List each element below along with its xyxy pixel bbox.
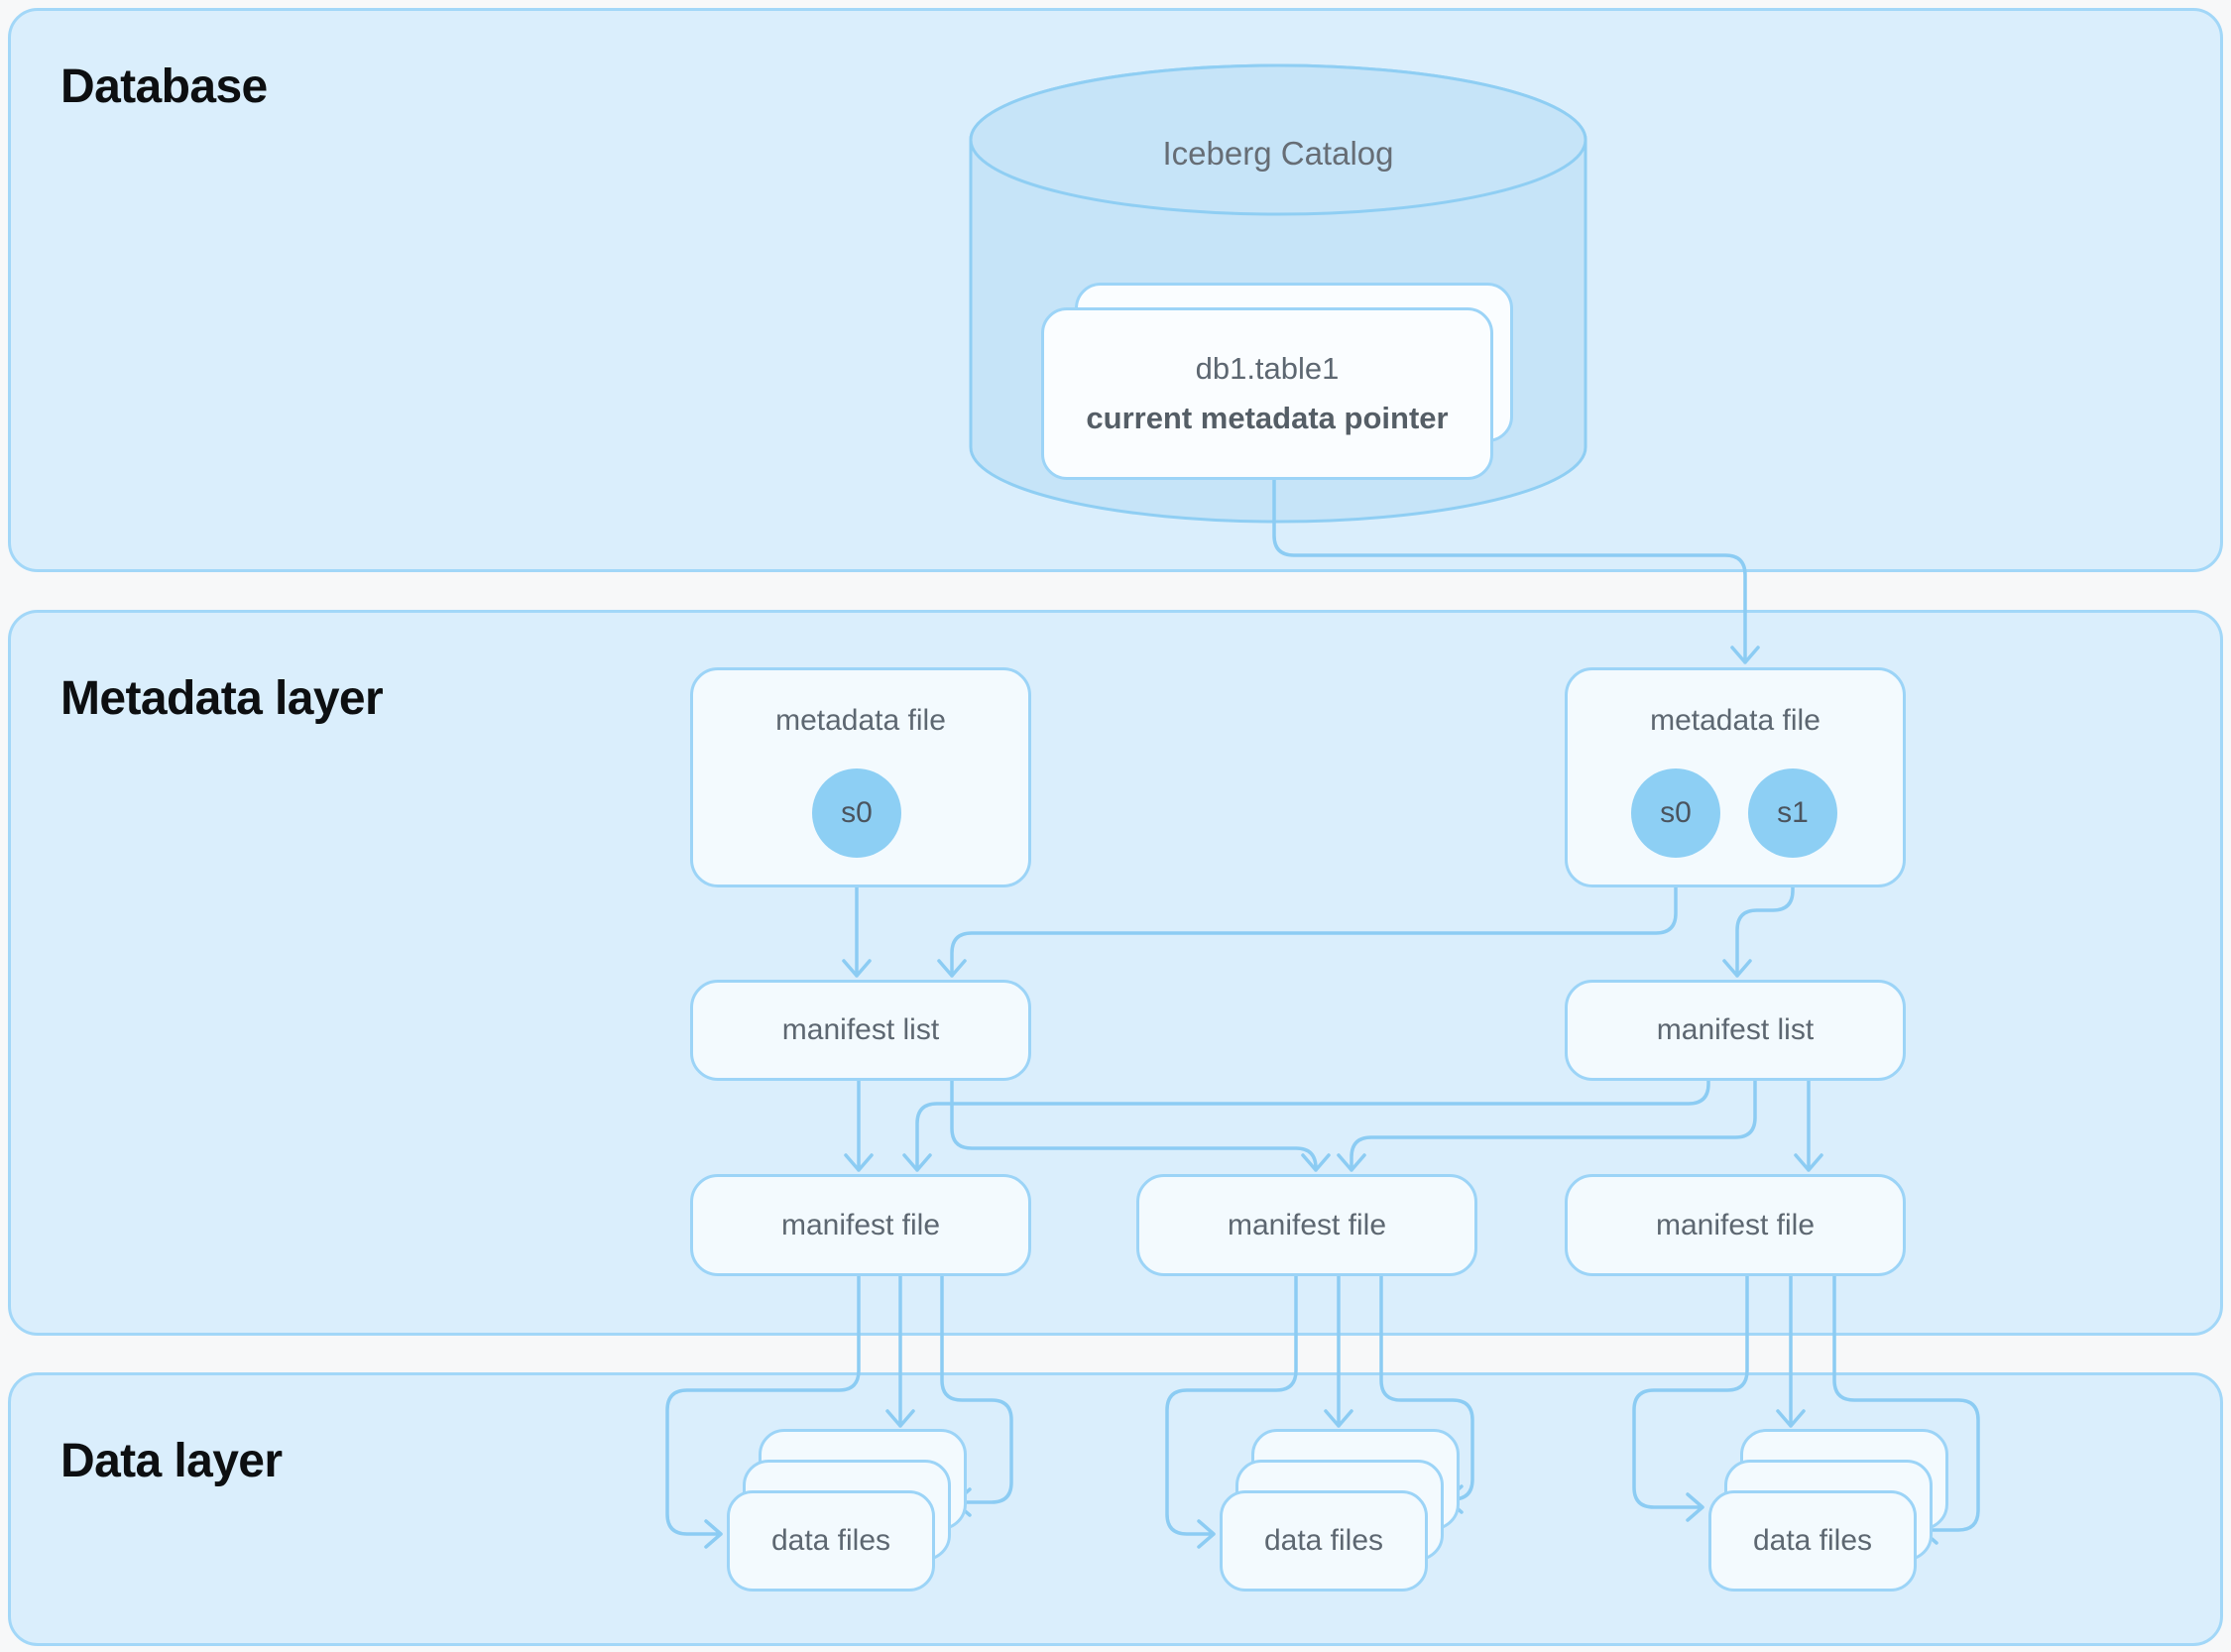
snapshot-s0-left: s0 [812,768,901,858]
edge-manifest-file-right-to-data-files-right-wrap-left [1632,1274,1749,1522]
edge-manifest-file-right-to-data-files-right-center [1776,1274,1806,1428]
data-files-right-label: data files [1752,1524,1873,1557]
catalog-table-card: db1.table1 current metadata pointer [1041,307,1493,480]
snapshot-s1-right: s1 [1748,768,1837,858]
data-files-right: data files [1708,1490,1917,1592]
manifest-file-middle: manifest file [1136,1174,1477,1276]
manifest-file-right: manifest file [1565,1174,1906,1276]
panel-title-database: Database [60,60,268,113]
panel-data-layer: Data layer [8,1372,2223,1646]
edge-s0-right-to-manifest-list-left [937,811,1678,978]
edge-manifest-file-middle-to-data-files-middle-wrap-left [1165,1274,1298,1549]
edge-manifest-file-left-to-data-files-left-center [885,1274,915,1428]
table-name: db1.table1 [1195,351,1340,386]
edge-manifest-list-left-to-manifest-file-left [844,1079,874,1172]
manifest-file-left: manifest file [690,1174,1031,1276]
panel-title-metadata-layer: Metadata layer [60,672,384,725]
metadata-file-right: metadata file [1565,667,1906,887]
edge-manifest-list-right-to-manifest-file-left [902,1079,1710,1172]
edge-manifest-file-left-to-data-files-left-wrap-left [665,1274,861,1549]
edge-catalog-to-metadata-file-right [1272,478,1760,664]
data-files-middle: data files [1220,1490,1428,1592]
metadata-file-left-label: metadata file [775,704,946,737]
edge-manifest-list-right-to-manifest-file-middle [1337,1079,1757,1172]
metadata-file-right-label: metadata file [1650,704,1820,737]
manifest-file-middle-label: manifest file [1227,1208,1387,1241]
panel-title-data-layer: Data layer [60,1435,283,1487]
catalog-label: Iceberg Catalog [1162,135,1394,172]
edge-manifest-list-right-to-manifest-file-right [1794,1079,1823,1172]
current-metadata-pointer-label: current metadata pointer [1086,401,1449,435]
manifest-list-right-label: manifest list [1656,1013,1815,1046]
manifest-list-left: manifest list [690,980,1031,1081]
data-files-left: data files [727,1490,935,1592]
edge-s1-to-manifest-list-right [1722,811,1795,978]
manifest-list-left-label: manifest list [781,1013,940,1046]
snapshot-s0-right: s0 [1631,768,1720,858]
database-cylinder-rim [969,63,1587,216]
edge-manifest-list-left-to-manifest-file-middle [950,1079,1331,1172]
data-files-left-label: data files [770,1524,891,1557]
data-files-middle-label: data files [1263,1524,1384,1557]
manifest-list-right: manifest list [1565,980,1906,1081]
manifest-file-left-label: manifest file [780,1208,941,1241]
manifest-file-right-label: manifest file [1655,1208,1816,1241]
edge-manifest-file-middle-to-data-files-middle-center [1324,1274,1353,1428]
